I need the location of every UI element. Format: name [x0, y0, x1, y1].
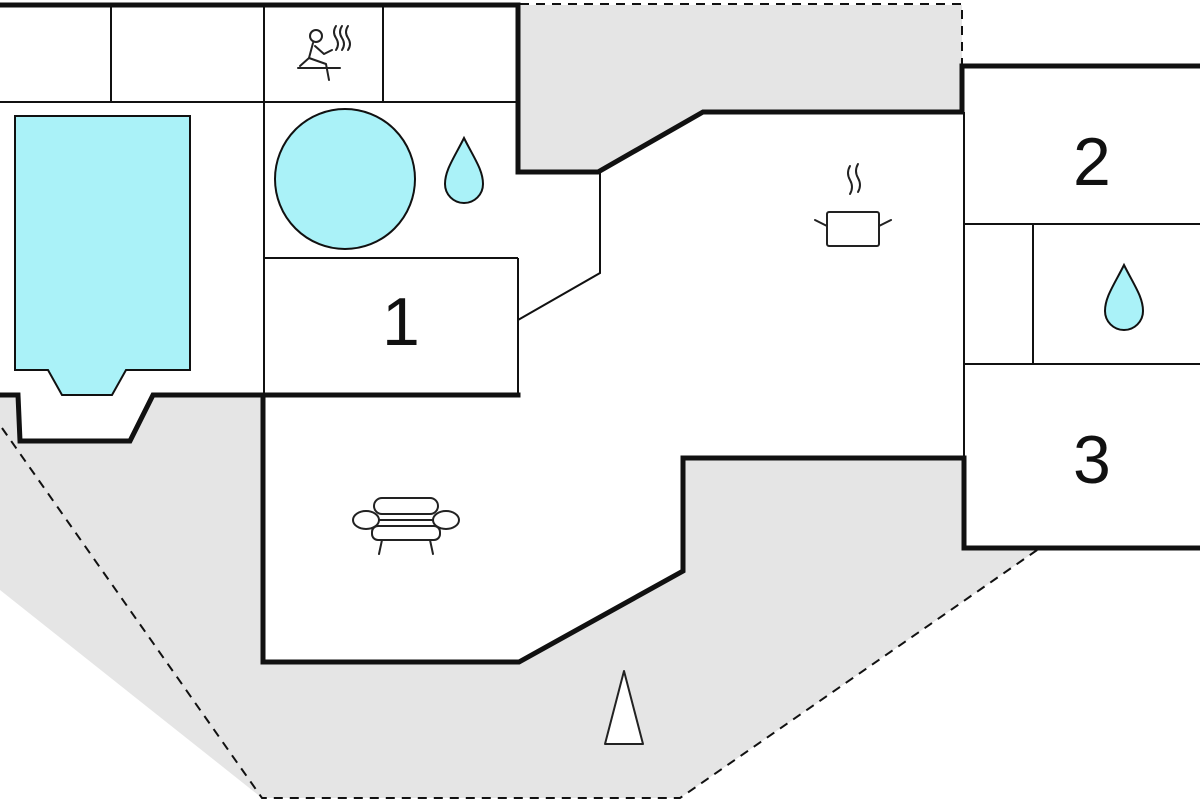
- room-label-2: 2: [1073, 124, 1111, 200]
- wall-right-wing: [961, 455, 1200, 551]
- room-label-3: 3: [1073, 422, 1111, 498]
- terrace-top-boundary: [520, 3, 963, 66]
- pool-basin: [14, 115, 191, 396]
- cooking-pot-icon: [814, 163, 892, 247]
- terrace-bottom-boundary: [1, 427, 1041, 799]
- interior-lines: [0, 5, 1200, 458]
- wall-bottom-left: [0, 392, 521, 444]
- north-arrow-icon: [604, 670, 644, 745]
- sauna-icon: [297, 25, 351, 81]
- entry-lines: [517, 171, 601, 321]
- terrace-top: [518, 5, 962, 172]
- water-drop-icon: [1103, 262, 1145, 331]
- outdoor-boundaries: [1, 3, 1041, 799]
- wall-living-outline: [260, 392, 967, 665]
- terrace-areas: [0, 5, 1040, 798]
- armchair-icon: [352, 497, 460, 555]
- hot-tub: [274, 108, 416, 250]
- pool: [14, 115, 191, 396]
- wall-top-left: [0, 2, 1200, 175]
- room-label-1: 1: [382, 284, 420, 360]
- terrace-bottom: [0, 395, 1040, 798]
- exterior-walls: [0, 2, 1200, 665]
- water-drop-icon: [443, 135, 485, 204]
